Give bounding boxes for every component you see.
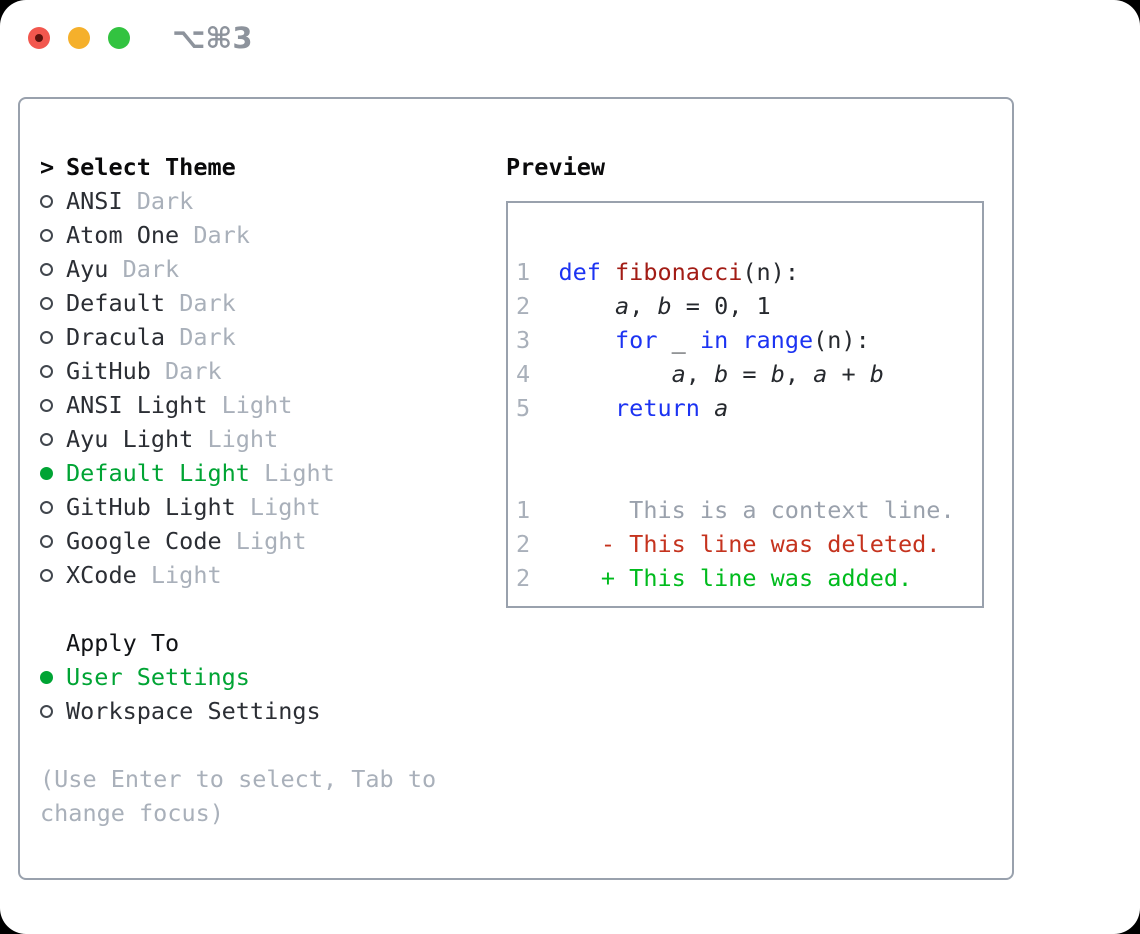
- radio-icon: [40, 534, 66, 548]
- theme-name: Ayu Light: [66, 425, 194, 453]
- line-number: 2: [516, 530, 531, 558]
- diff-line: 2 - This line was deleted.: [516, 527, 982, 561]
- titlebar: ⌥⌘3: [28, 21, 253, 55]
- spacer-row: [40, 728, 502, 762]
- theme-option[interactable]: XCode Light: [40, 558, 502, 592]
- theme-option[interactable]: Ayu Dark: [40, 252, 502, 286]
- theme-option[interactable]: Google Code Light: [40, 524, 502, 558]
- line-number: 1: [516, 496, 531, 524]
- theme-variant-tag: Dark: [179, 289, 236, 317]
- line-number: 2: [516, 292, 531, 320]
- radio-selected-icon: [40, 670, 66, 684]
- theme-option[interactable]: Default Dark: [40, 286, 502, 320]
- theme-variant-tag: Dark: [179, 323, 236, 351]
- code-line: 5 return a: [516, 391, 982, 425]
- code-line: 4 a, b = b, a + b: [516, 357, 982, 391]
- theme-option[interactable]: GitHub Light Light: [40, 490, 502, 524]
- theme-variant-tag: Light: [207, 425, 279, 453]
- line-number: 4: [516, 360, 531, 388]
- line-number: 2: [516, 564, 531, 592]
- line-number: 5: [516, 394, 531, 422]
- theme-name: GitHub: [66, 357, 151, 385]
- apply-to-title: Apply To: [66, 629, 180, 657]
- spacer-row: [40, 592, 502, 626]
- apply-option[interactable]: Workspace Settings: [40, 694, 502, 728]
- radio-icon: [40, 364, 66, 378]
- theme-name: Ayu: [66, 255, 109, 283]
- diff-line: 2 + This line was added.: [516, 561, 982, 595]
- theme-name: Default Light: [66, 459, 250, 487]
- diff-line: 1 This is a context line.: [516, 493, 982, 527]
- radio-icon: [40, 704, 66, 718]
- close-button[interactable]: [28, 27, 50, 49]
- theme-option[interactable]: Ayu Light Light: [40, 422, 502, 456]
- apply-option-label: Workspace Settings: [66, 697, 321, 725]
- prompt-icon: >: [40, 153, 55, 181]
- radio-icon: [40, 398, 66, 412]
- code-line: 2 a, b = 0, 1: [516, 289, 982, 323]
- theme-variant-tag: Light: [221, 391, 293, 419]
- radio-icon: [40, 330, 66, 344]
- theme-option[interactable]: Default Light Light: [40, 456, 502, 490]
- zoom-button[interactable]: [108, 27, 130, 49]
- theme-variant-tag: Dark: [165, 357, 222, 385]
- theme-name: ANSI: [66, 187, 123, 215]
- theme-variant-tag: Dark: [193, 221, 250, 249]
- radio-icon: [40, 262, 66, 276]
- minimize-button[interactable]: [68, 27, 90, 49]
- window-shortcut-label: ⌥⌘3: [172, 21, 253, 55]
- hint-text-line2: change focus): [40, 799, 224, 827]
- theme-option[interactable]: GitHub Dark: [40, 354, 502, 388]
- select-theme-title: Select Theme: [66, 153, 236, 181]
- theme-name: XCode: [66, 561, 137, 589]
- code-diff-gap: [516, 425, 982, 493]
- diff-lines: 1 This is a context line.2 - This line w…: [516, 493, 982, 595]
- line-number: 3: [516, 326, 531, 354]
- theme-name: Default: [66, 289, 166, 317]
- theme-name: Google Code: [66, 527, 222, 555]
- theme-variant-tag: Light: [249, 493, 321, 521]
- radio-icon: [40, 500, 66, 514]
- apply-option-label: User Settings: [66, 663, 250, 691]
- code-line: 3 for _ in range(n):: [516, 323, 982, 357]
- preview-title: Preview: [506, 153, 606, 181]
- radio-icon: [40, 296, 66, 310]
- theme-option[interactable]: ANSI Dark: [40, 184, 502, 218]
- theme-name: Atom One: [66, 221, 180, 249]
- theme-variant-tag: Dark: [122, 255, 180, 283]
- preview-header: Preview: [502, 150, 1012, 184]
- radio-icon: [40, 228, 66, 242]
- apply-option[interactable]: User Settings: [40, 660, 502, 694]
- theme-option[interactable]: Atom One Dark: [40, 218, 502, 252]
- theme-variant-tag: Light: [264, 459, 335, 487]
- radio-icon: [40, 568, 66, 582]
- theme-option[interactable]: ANSI Light Light: [40, 388, 502, 422]
- theme-variant-tag: Dark: [136, 187, 194, 215]
- theme-variant-tag: Light: [235, 527, 307, 555]
- select-theme-header: > Select Theme: [40, 150, 502, 184]
- theme-name: Dracula: [66, 323, 166, 351]
- radio-icon: [40, 432, 66, 446]
- line-number: 1: [516, 258, 531, 286]
- radio-selected-icon: [40, 466, 66, 480]
- radio-icon: [40, 194, 66, 208]
- hint-text-line1: (Use Enter to select, Tab to: [40, 765, 437, 793]
- theme-name: GitHub Light: [66, 493, 236, 521]
- theme-option[interactable]: Dracula Dark: [40, 320, 502, 354]
- apply-to-header: Apply To: [40, 626, 502, 660]
- theme-variant-tag: Light: [150, 561, 222, 589]
- theme-name: ANSI Light: [66, 391, 208, 419]
